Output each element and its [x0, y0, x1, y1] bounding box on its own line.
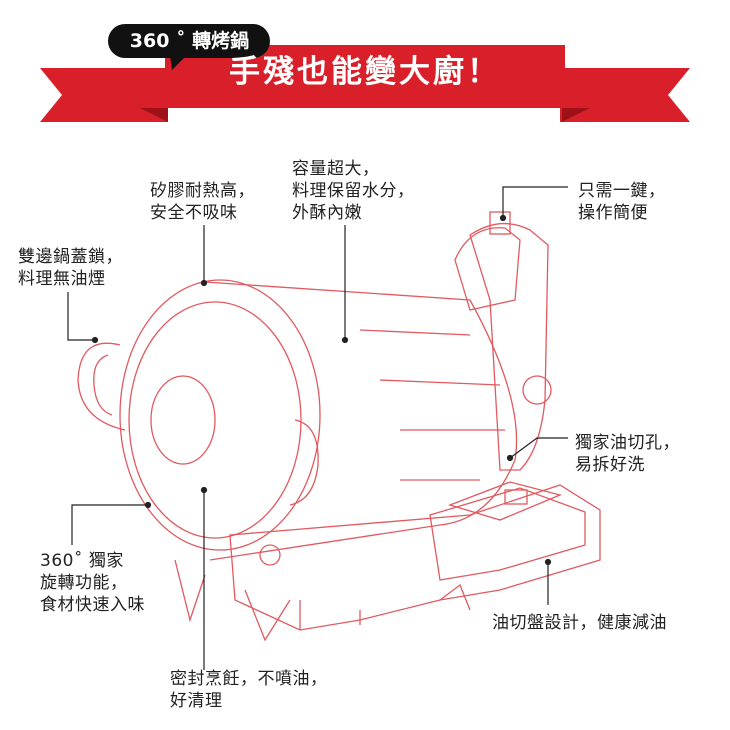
banner-title: 手殘也能變大廚！: [229, 54, 501, 90]
foot-right: [439, 583, 471, 611]
control-head: [454, 227, 521, 311]
drum-ridges: [359, 329, 505, 481]
lid-outer: [119, 279, 321, 551]
roaster-illustration: [77, 211, 601, 642]
wheel: [259, 544, 281, 566]
foot-left: [174, 559, 206, 623]
callout-lid-lock: 雙邊鍋蓋鎖， 料理無油煙: [18, 247, 123, 289]
oil-tray: [429, 487, 586, 581]
lid-knob: [150, 375, 216, 465]
callout-oil-hole: 獨家油切孔， 易拆好洗: [575, 433, 680, 475]
lid-inner: [128, 301, 302, 539]
control-button: [489, 211, 511, 235]
callout-silicone: 矽膠耐熱高， 安全不吸味: [150, 181, 255, 223]
oil-hole-knob: [504, 489, 528, 505]
callout-rotation: 360˚ 獨家 旋轉功能， 食材快速入味: [40, 551, 145, 615]
banner-right-fold: [562, 108, 590, 122]
leader-lines: [67, 186, 568, 670]
badge-label: 360 ˚ 轉烤鍋: [129, 30, 250, 52]
base-body: [229, 484, 601, 631]
motor-housing: [469, 222, 549, 471]
oil-tray-inner: [447, 481, 563, 521]
callout-one-button: 只需一鍵， 操作簡便: [578, 181, 666, 223]
banner-left-fold: [140, 108, 168, 122]
lock-left: [77, 342, 126, 431]
banner-left-tail: [40, 68, 168, 122]
badge-bubble: [108, 24, 270, 70]
callout-capacity: 容量超大， 料理保留水分， 外酥內嫩: [292, 159, 415, 223]
banner-right-tail: [560, 68, 690, 122]
lock-right: [289, 419, 319, 506]
callout-sealed: 密封烹飪，不噴油， 好清理: [170, 669, 328, 711]
callout-oil-tray: 油切盤設計，健康減油: [492, 613, 667, 633]
drum-body: [204, 281, 518, 561]
rotation-shaft: [522, 375, 552, 405]
foot-mid: [244, 589, 291, 642]
